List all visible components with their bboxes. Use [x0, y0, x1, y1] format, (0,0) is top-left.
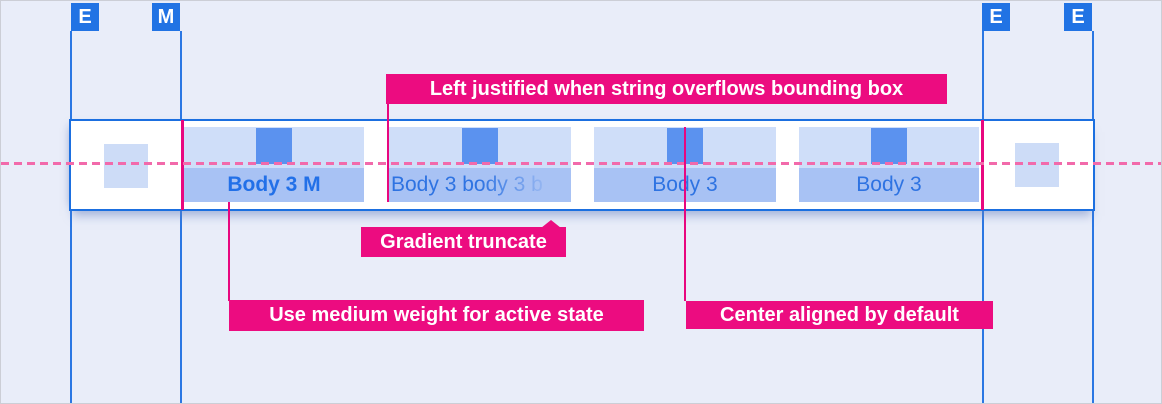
margin-chip-e-right: E [1064, 3, 1092, 31]
tab-icon-area [389, 127, 571, 168]
margin-chip-e-inner-right: E [982, 3, 1010, 31]
tab-icon [462, 128, 498, 164]
connector-line-center-aligned [684, 127, 686, 301]
tab-label-area: Body 3 M [184, 168, 364, 202]
margin-chip-label: E [1071, 5, 1085, 28]
tab-label-area: Body 3 [799, 168, 979, 202]
callout-medium-weight: Use medium weight for active state [229, 300, 644, 331]
callout-left-justified: Left justified when string overflows bou… [386, 74, 947, 104]
edge-spacer-block-left [104, 144, 148, 188]
callout-text: Gradient truncate [380, 230, 547, 253]
tab-icon-area [799, 127, 979, 168]
callout-center-aligned: Center aligned by default [686, 301, 993, 329]
tab-item-truncated[interactable]: Body 3 body 3 b [389, 127, 571, 202]
tab-icon [871, 128, 907, 164]
guide-line-margin-e-right [1092, 31, 1094, 403]
guide-line-margin-m [180, 31, 182, 403]
tab-bar: Body 3 M Body 3 body 3 b Body 3 [69, 119, 1095, 211]
connector-line-overflow [387, 104, 389, 202]
callout-gradient-truncate: Gradient truncate [361, 220, 566, 257]
tab-label: Body 3 M [227, 173, 321, 196]
margin-chip-m: M [152, 3, 180, 31]
gradient-truncate-overlay [479, 168, 571, 202]
callout-pointer-up-icon [541, 220, 561, 228]
callout-text: Left justified when string overflows bou… [429, 77, 904, 100]
content-margin-line-left [181, 120, 184, 210]
content-margin-line-right [981, 120, 984, 210]
connector-line-active-state [228, 202, 230, 301]
tab-icon-area [184, 127, 364, 168]
callout-text: Use medium weight for active state [269, 304, 604, 326]
tab-label-area: Body 3 body 3 b [389, 168, 571, 202]
callout-text: Center aligned by default [720, 303, 959, 326]
margin-chip-label: M [157, 5, 175, 28]
margin-chip-e-left: E [71, 3, 99, 31]
tab-icon [256, 128, 292, 164]
margin-chip-label: E [989, 5, 1003, 28]
margin-chip-label: E [78, 5, 92, 28]
edge-spacer-block-right [1015, 143, 1059, 187]
tab-item[interactable]: Body 3 [799, 127, 979, 202]
tab-label: Body 3 [856, 173, 922, 196]
guide-line-margin-e-inner-right [982, 31, 984, 403]
centerline-dashed [1, 162, 1161, 165]
tab-item-active[interactable]: Body 3 M [184, 127, 364, 202]
guide-line-margin-e-left [70, 31, 72, 403]
